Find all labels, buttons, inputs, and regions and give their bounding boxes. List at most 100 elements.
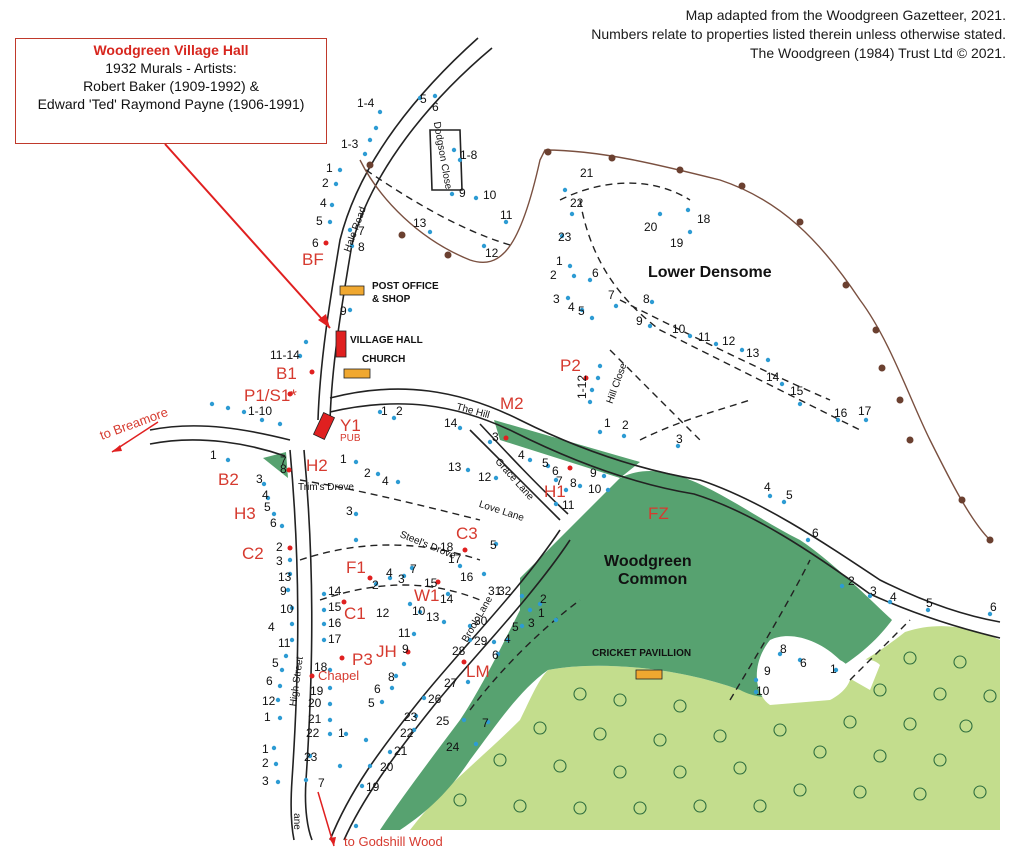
credit-line-3: The Woodgreen (1984) Trust Ltd © 2021. (750, 45, 1006, 61)
property-number: 6 (990, 600, 997, 614)
property-number: 2 (364, 466, 371, 480)
property-number: 5 (368, 696, 375, 710)
property-number: 11 (698, 330, 711, 344)
credit-line-2: Numbers relate to properties listed ther… (591, 26, 1006, 42)
property-number: 12 (262, 694, 276, 708)
code-label: H2 (306, 456, 328, 475)
pub-label: PUB (340, 433, 361, 444)
property-number: 20 (308, 696, 322, 710)
property-number: 11-14 (270, 348, 300, 362)
property-number: 6 (812, 526, 819, 540)
code-label: M2 (500, 394, 524, 413)
post-office-building (339, 285, 365, 296)
property-number: 26 (428, 692, 442, 706)
property-number: 1 (538, 606, 545, 620)
property-number: 22 (306, 726, 320, 740)
code-label: P2 (560, 356, 581, 375)
property-number: 10 (672, 322, 686, 336)
property-number: 17 (448, 552, 462, 566)
property-number: 21 (308, 712, 322, 726)
property-number: 1 (264, 710, 271, 724)
trims-drove-label: Trim's Drove (298, 482, 354, 493)
property-number: 4 (764, 480, 771, 494)
the-hill (329, 388, 1001, 623)
property-number: 1 (556, 254, 563, 268)
property-number: 5 (786, 488, 793, 502)
property-number: 9 (764, 664, 771, 678)
callout-line-2: Robert Baker (1909-1992) & (83, 78, 259, 94)
property-number: 14 (444, 416, 458, 430)
property-number: 13 (448, 460, 462, 474)
property-number: 1-12 (575, 374, 590, 400)
code-label: BF (302, 250, 324, 269)
village-hall-label: VILLAGE HALL (350, 335, 423, 346)
property-number: 4 (518, 448, 525, 462)
property-number: 6 (592, 266, 599, 280)
property-number: 7 (482, 716, 489, 730)
property-number: 9 (590, 466, 597, 480)
property-number: 1 (340, 452, 347, 466)
property-number: 21 (394, 744, 408, 758)
chapel-label: Chapel (318, 668, 360, 683)
property-number: 1 (210, 448, 217, 462)
property-number: 9 (402, 642, 409, 656)
property-number: 1-3 (341, 137, 359, 151)
property-number: 1 (262, 742, 269, 756)
property-number: 18 (440, 540, 454, 554)
property-number: 12 (376, 606, 390, 620)
property-number: 2 (372, 578, 379, 592)
property-number: 32 (498, 584, 512, 598)
woodgreen-common (380, 471, 892, 830)
property-number: 11 (562, 498, 575, 512)
common-label-line-1: Woodgreen (604, 553, 692, 570)
property-number: 8 (570, 476, 577, 490)
property-number: 6 (800, 656, 807, 670)
property-number: 8 (280, 462, 287, 476)
hale-road (317, 37, 479, 421)
property-number: 5 (578, 304, 585, 318)
property-number: 8 (643, 292, 650, 306)
code-label: FZ (648, 504, 669, 523)
property-number: 19 (670, 236, 684, 250)
lower-densome-boundary (359, 149, 991, 541)
property-number: 4 (386, 566, 393, 580)
property-number: 21 (580, 166, 594, 180)
property-number: 10 (756, 684, 770, 698)
property-number: 20 (380, 760, 394, 774)
property-number: 15 (328, 600, 342, 614)
code-label: C3 (456, 524, 478, 543)
property-number: 13 (413, 216, 427, 230)
property-number: 28 (452, 644, 466, 658)
property-number: 9 (340, 304, 347, 318)
property-number: 9 (280, 584, 287, 598)
property-number: 3 (528, 616, 535, 630)
property-number: 4 (382, 474, 389, 488)
property-number: 7 (318, 776, 325, 790)
lane-label: ane (290, 813, 302, 830)
property-number: 16 (460, 570, 474, 584)
property-number: 10 (412, 604, 426, 618)
property-number: 1-8 (460, 148, 478, 162)
property-number: 7 (280, 454, 287, 468)
green-triangle (263, 452, 288, 478)
property-number: 6 (270, 516, 277, 530)
brook-lane (329, 529, 561, 841)
village-hall-callout: Woodgreen Village Hall 1932 Murals - Art… (15, 38, 327, 144)
property-number: 7 (608, 288, 615, 302)
property-number: 2 (540, 592, 547, 606)
high-street (289, 449, 299, 841)
common-label-line-2: Common (618, 571, 688, 588)
property-number: 10 (588, 482, 602, 496)
property-number: 10 (280, 602, 294, 616)
cricket-pavilion-label: CRICKET PAVILLION (592, 648, 692, 659)
property-number: 2 (550, 268, 557, 282)
property-number: 8 (358, 240, 365, 254)
callout-title: Woodgreen Village Hall (93, 42, 249, 58)
property-number: 22 (400, 726, 414, 740)
property-number: 13 (746, 346, 760, 360)
property-number: 10 (483, 188, 497, 202)
property-number: 6 (374, 682, 381, 696)
property-number: 6 (432, 100, 439, 114)
property-number: 19 (366, 780, 380, 794)
property-number: 1 (381, 404, 388, 418)
